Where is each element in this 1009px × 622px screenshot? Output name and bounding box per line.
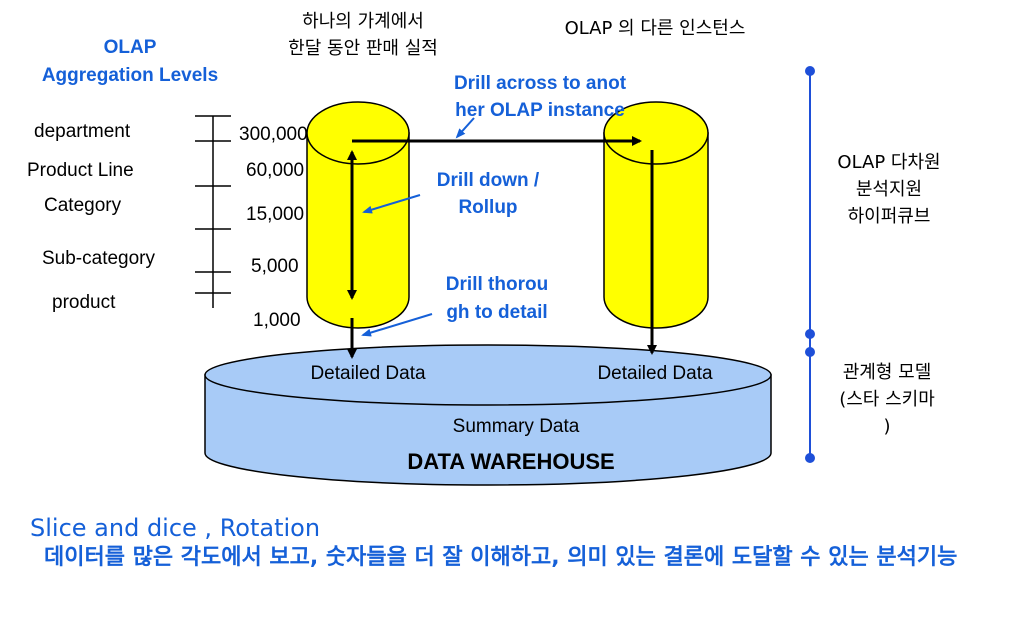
hypercube-label-line-3: 하이퍼큐브 <box>848 206 931 227</box>
warehouse-summary: Summary Data <box>453 416 580 437</box>
drill-through-pointer <box>361 313 433 337</box>
left-cube-caption-line-1: 하나의 가계에서 <box>302 11 424 32</box>
footer-title: Slice and dice , Rotation <box>30 514 321 542</box>
annotation-pointers <box>361 117 475 337</box>
level-value-department: 300,000 <box>239 124 308 145</box>
olap-cube-left <box>306 101 410 329</box>
warehouse-title: DATA WAREHOUSE <box>407 449 614 474</box>
drill-across-label-line-1: Drill across to anot <box>454 73 627 94</box>
level-value-product: 1,000 <box>253 310 301 331</box>
right-bracket <box>805 66 815 463</box>
hypercube-label-line-1: OLAP 다차원 <box>837 152 940 173</box>
drill-arrows <box>347 136 657 359</box>
level-name-product-line: Product Line <box>27 160 134 181</box>
level-name-sub-category: Sub-category <box>42 248 156 269</box>
relational-label-line-1: 관계형 모델 <box>843 362 932 383</box>
footer-description: 데이터를 많은 각도에서 보고, 숫자들을 더 잘 이해하고, 의미 있는 결론… <box>44 545 958 570</box>
right-cube-caption: OLAP 의 다른 인스턴스 <box>565 18 746 39</box>
levels-title-line-2: Aggregation Levels <box>42 65 218 86</box>
level-name-product: product <box>52 292 116 313</box>
drill-down-label-line-2: Rollup <box>458 197 517 218</box>
relational-label-line-3: ) <box>883 416 890 437</box>
level-value-sub-category: 5,000 <box>251 256 299 277</box>
relational-label-line-2: (스타 스키마 <box>839 389 935 410</box>
drill-across-pointer <box>455 117 475 139</box>
footer: Slice and dice , Rotation 데이터를 많은 각도에서 보… <box>30 512 1005 572</box>
level-value-product-line: 60,000 <box>246 160 304 181</box>
olap-cube-right <box>603 101 709 329</box>
left-cube-caption-line-2: 한달 동안 판매 실적 <box>288 38 438 59</box>
levels-title-line-1: OLAP <box>104 37 157 58</box>
hypercube-label-line-2: 분석지원 <box>856 179 922 200</box>
warehouse-detail-right: Detailed Data <box>597 363 713 384</box>
drill-down-pointer <box>362 194 421 214</box>
drill-through-label-line-2: gh to detail <box>446 302 547 323</box>
drill-through-label-line-1: Drill thorou <box>446 274 548 295</box>
level-name-category: Category <box>44 195 122 216</box>
data-warehouse-cylinder <box>204 344 772 486</box>
drill-across-label-line-2: her OLAP instance <box>455 100 625 121</box>
level-scale <box>195 115 231 308</box>
drill-down-label-line-1: Drill down / <box>437 170 540 191</box>
level-value-category: 15,000 <box>246 204 304 225</box>
level-name-department: department <box>34 121 131 142</box>
warehouse-detail-left: Detailed Data <box>310 363 426 384</box>
